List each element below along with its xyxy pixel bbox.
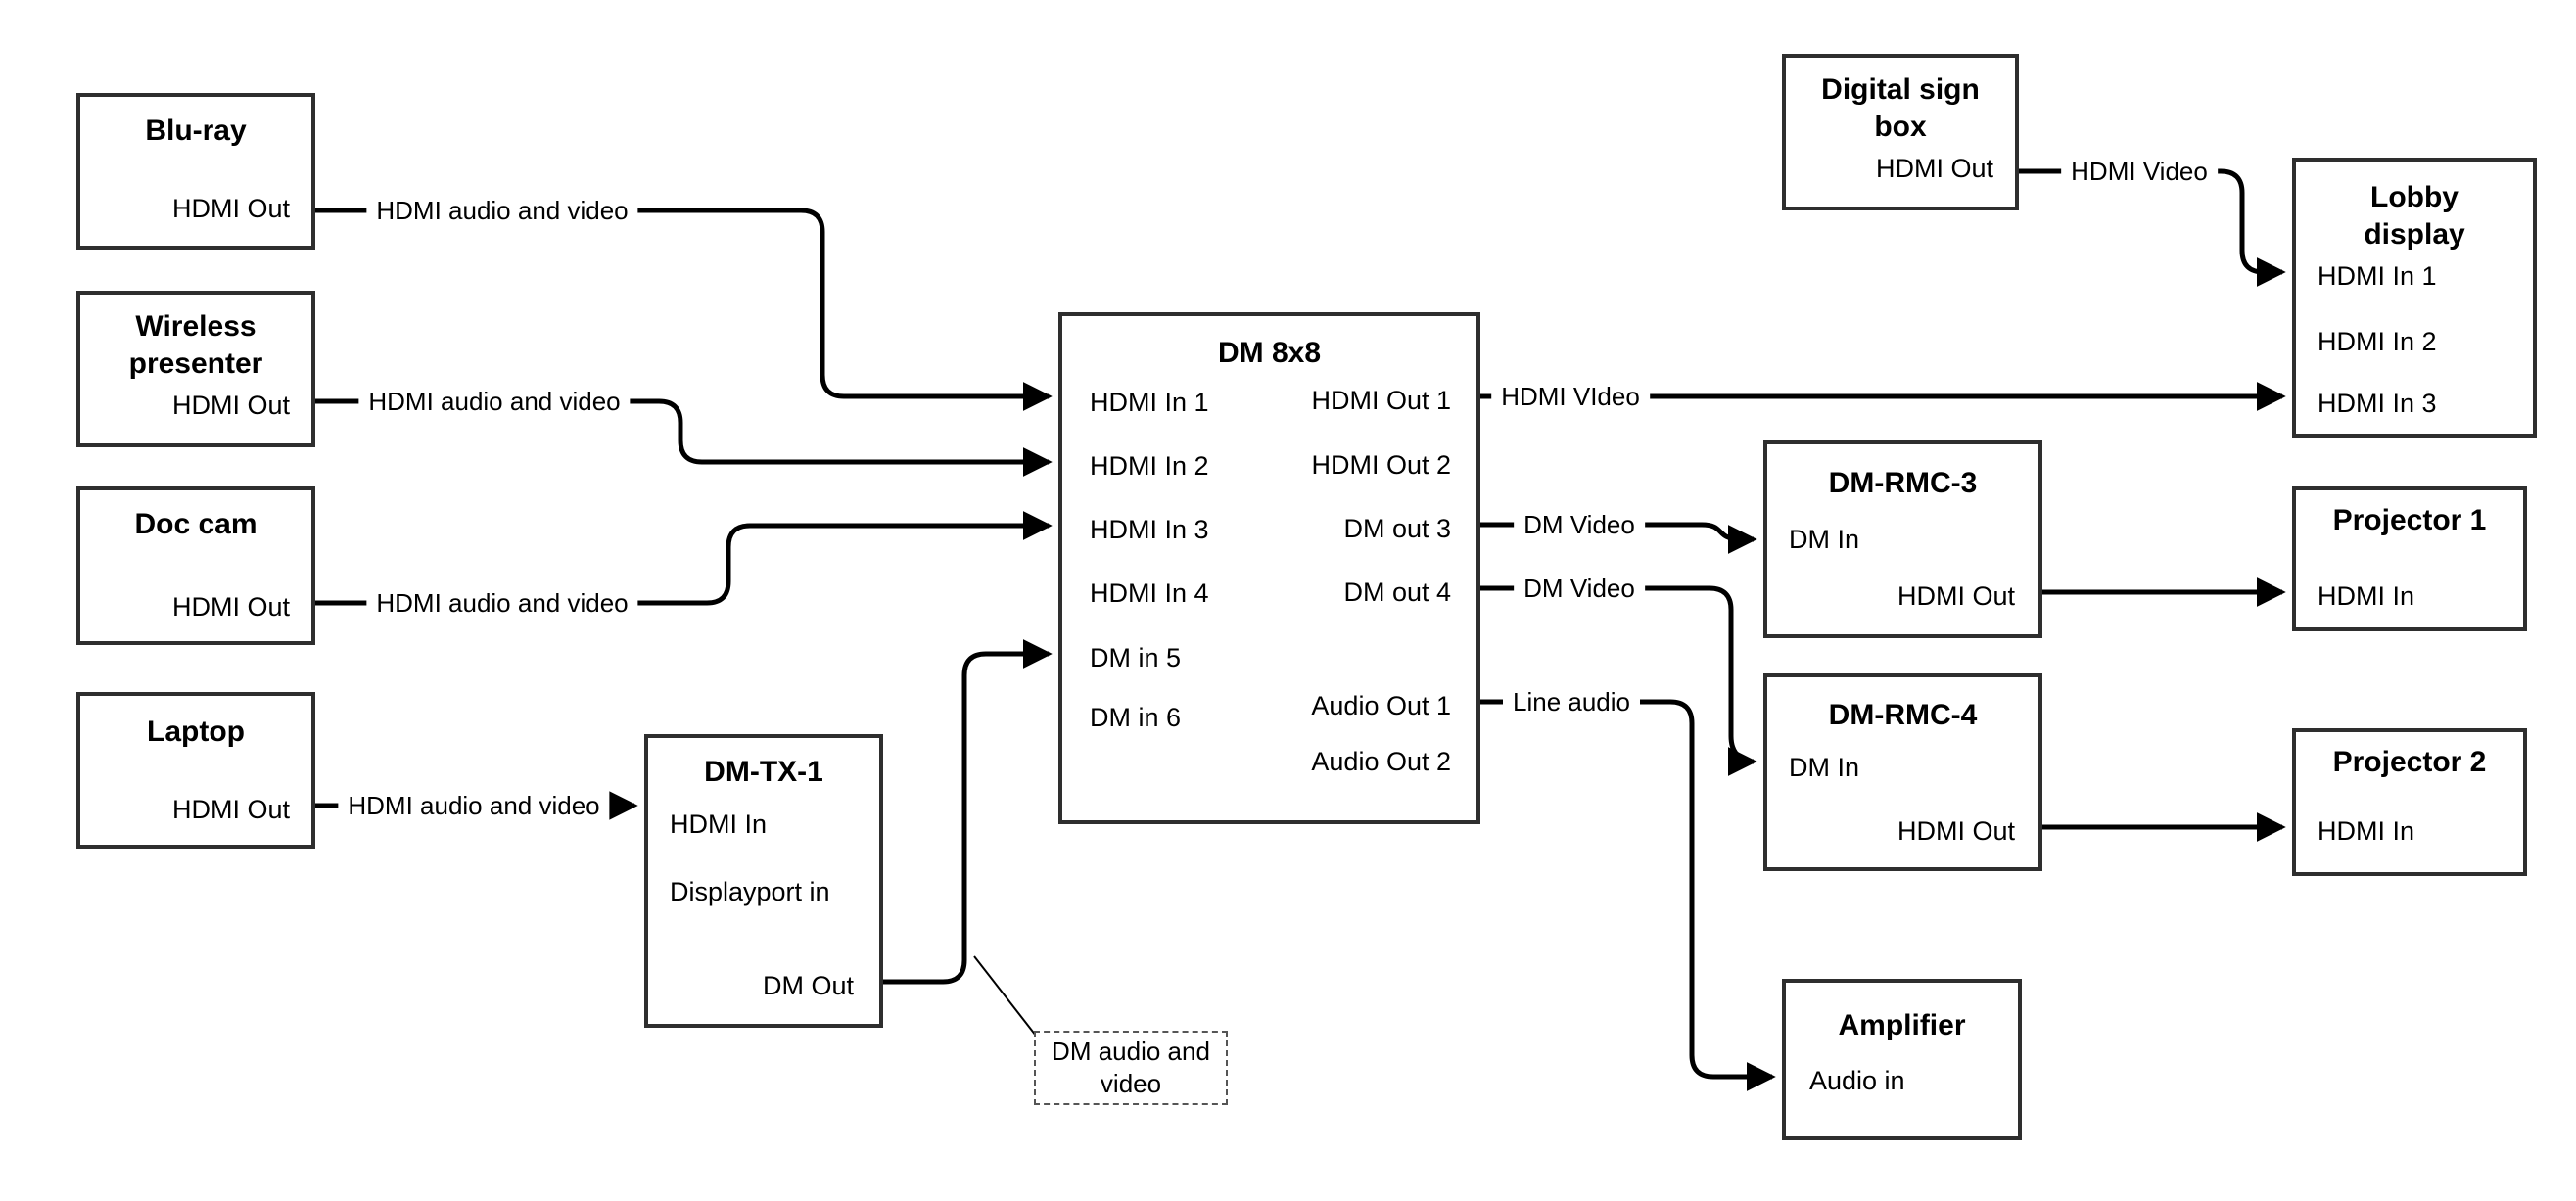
port-rmc4-hdmi-out: HDMI Out: [1897, 816, 2015, 846]
wire-label-line-audio: Line audio: [1503, 686, 1640, 717]
node-projector-2: Projector 2 HDMI In: [2292, 728, 2527, 876]
node-dm-rmc-3-title: DM-RMC-3: [1828, 467, 1978, 499]
node-bluray: Blu-ray HDMI Out: [76, 93, 315, 250]
port-projector1-hdmi-in: HDMI In: [2318, 581, 2415, 611]
node-digital-sign-box-title: Digital sign box: [1821, 73, 1980, 143]
node-amplifier-title: Amplifier: [1838, 1009, 1966, 1041]
port-dm8x8-hdmi-in-4: HDMI In 4: [1090, 578, 1209, 608]
callout-dm-audio-and-video: DM audio and video: [1034, 1031, 1228, 1105]
node-laptop-title: Laptop: [147, 716, 245, 748]
connector-dm8x8-dm-out-4-to-rmc4-dm-in: [1480, 585, 1757, 776]
port-dm8x8-dm-in-6: DM in 6: [1090, 703, 1182, 732]
connector-wireless-to-dm8x8-hdmi-in-2: [315, 398, 1053, 477]
port-doccam-hdmi-out: HDMI Out: [171, 592, 290, 622]
wire-label-wireless-hdmi: HDMI audio and video: [358, 386, 631, 417]
port-projector2-hdmi-in: HDMI In: [2318, 816, 2415, 846]
wire-label-laptop-hdmi: HDMI audio and video: [338, 790, 610, 821]
port-lobby-hdmi-in-3: HDMI In 3: [2318, 389, 2437, 418]
port-lobby-hdmi-in-2: HDMI In 2: [2318, 327, 2437, 356]
node-dm-rmc-3: DM-RMC-3 DM In HDMI Out: [1763, 440, 2042, 638]
wire-label-dm-out4-video: DM Video: [1514, 573, 1645, 604]
node-amplifier: Amplifier Audio in: [1782, 979, 2022, 1140]
port-rmc3-dm-in: DM In: [1789, 525, 1860, 554]
node-wireless-presenter-title: Wireless presenter: [128, 310, 263, 380]
node-projector-2-title: Projector 2: [2332, 746, 2487, 778]
node-doc-cam: Doc cam HDMI Out: [76, 486, 315, 645]
port-dm8x8-audio-out-1: Audio Out 1: [1311, 691, 1451, 720]
port-dm8x8-audio-out-2: Audio Out 2: [1311, 747, 1451, 776]
node-dm-tx-1-title: DM-TX-1: [704, 756, 823, 788]
node-digital-sign-box: Digital sign box HDMI Out: [1782, 54, 2019, 210]
connector-bluray-to-dm8x8-hdmi-in-1: [315, 208, 1053, 411]
node-projector-1-title: Projector 1: [2332, 504, 2487, 536]
connector-digitalsign-to-lobby-hdmi-in-1: [2019, 168, 2286, 287]
port-dm8x8-hdmi-in-3: HDMI In 3: [1090, 515, 1209, 544]
connector-dm8x8-audio-out-1-to-amplifier: [1480, 699, 1776, 1091]
port-laptop-hdmi-out: HDMI Out: [171, 795, 290, 824]
wire-label-doccam-hdmi: HDMI audio and video: [366, 587, 638, 619]
port-lobby-hdmi-in-1: HDMI In 1: [2318, 261, 2437, 291]
connector-dmtx1-dmout-to-dm8x8-dm-in-5: [883, 639, 1053, 985]
port-dmtx1-hdmi-in: HDMI In: [670, 809, 768, 839]
port-dmtx1-dm-out: DM Out: [762, 971, 854, 1000]
node-lobby-display: Lobby display HDMI In 1 HDMI In 2 HDMI I…: [2292, 158, 2537, 438]
port-dm8x8-hdmi-in-1: HDMI In 1: [1090, 388, 1209, 417]
wire-label-hdmi-out1-video: HDMI VIdeo: [1491, 381, 1650, 412]
port-digitalsign-hdmi-out: HDMI Out: [1875, 154, 1993, 183]
node-laptop: Laptop HDMI Out: [76, 692, 315, 849]
node-dm-rmc-4: DM-RMC-4 DM In HDMI Out: [1763, 673, 2042, 871]
port-dm8x8-dm-out-3: DM out 3: [1343, 514, 1451, 543]
port-dm8x8-dm-out-4: DM out 4: [1343, 577, 1451, 607]
node-dm-8x8: DM 8x8 HDMI In 1 HDMI In 2 HDMI In 3 HDM…: [1058, 312, 1480, 824]
node-doc-cam-title: Doc cam: [134, 508, 258, 540]
port-dm8x8-hdmi-out-2: HDMI Out 2: [1311, 450, 1451, 480]
node-dm-rmc-4-title: DM-RMC-4: [1828, 699, 1978, 731]
port-dm8x8-hdmi-in-2: HDMI In 2: [1090, 451, 1209, 481]
port-rmc3-hdmi-out: HDMI Out: [1897, 581, 2015, 611]
node-wireless-presenter: Wireless presenter HDMI Out: [76, 291, 315, 447]
node-lobby-display-title: Lobby display: [2364, 181, 2465, 251]
callout-leader-line: [973, 955, 1037, 1037]
port-amplifier-audio-in: Audio in: [1809, 1066, 1905, 1095]
port-dm8x8-hdmi-out-1: HDMI Out 1: [1311, 386, 1451, 415]
node-dm-8x8-title: DM 8x8: [1217, 337, 1322, 369]
wire-label-dm-out3-video: DM Video: [1514, 509, 1645, 540]
node-projector-1: Projector 1 HDMI In: [2292, 486, 2527, 631]
port-dmtx1-displayport-in: Displayport in: [670, 877, 830, 906]
wire-label-bluray-hdmi: HDMI audio and video: [366, 195, 638, 226]
wire-label-digitalsign-video: HDMI Video: [2061, 156, 2218, 187]
port-rmc4-dm-in: DM In: [1789, 753, 1860, 782]
port-dm8x8-dm-in-5: DM in 5: [1090, 643, 1182, 672]
port-bluray-hdmi-out: HDMI Out: [171, 194, 290, 223]
node-bluray-title: Blu-ray: [145, 115, 247, 147]
node-dm-tx-1: DM-TX-1 HDMI In Displayport in DM Out: [644, 734, 883, 1028]
port-wireless-hdmi-out: HDMI Out: [171, 391, 290, 420]
connector-doccam-to-dm8x8-hdmi-in-3: [315, 511, 1053, 606]
connector-dm8x8-dm-out-3-to-rmc3-dm-in: [1480, 522, 1757, 554]
